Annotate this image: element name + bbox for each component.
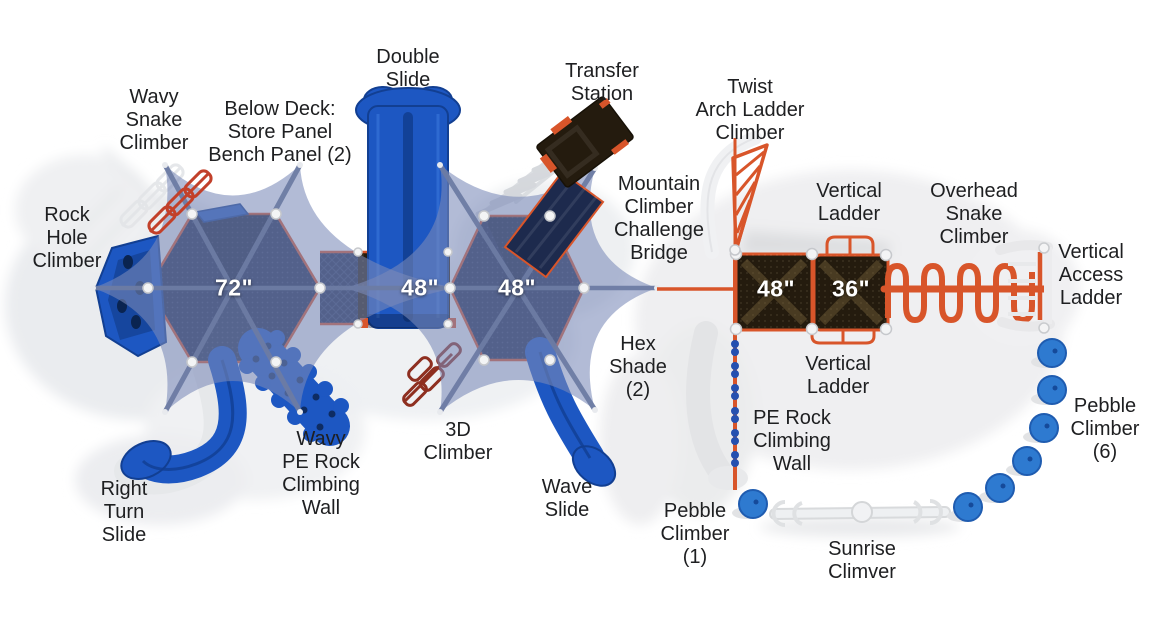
wavy-snake-climber-shape — [147, 169, 213, 235]
label-sunrise-climber: Sunrise Climver — [828, 538, 896, 583]
sunrise-climber-shape — [769, 499, 951, 527]
label-wavy-snake-climber: Wavy Snake Climber — [119, 86, 189, 154]
overhead-snake-climber-shape — [880, 262, 1050, 324]
label-double-slide: Double Slide — [376, 46, 440, 91]
pebble — [953, 492, 983, 522]
right-module — [657, 131, 1055, 490]
label-rock-hole-climber: Rock Hole Climber — [32, 204, 102, 272]
pebble — [1012, 446, 1042, 476]
label-overhead-snake-climber: Overhead Snake Climber — [930, 180, 1018, 248]
deck-posts — [142, 208, 590, 368]
dimension-deck-72: 72" — [215, 274, 253, 301]
label-hex-shade: Hex Shade (2) — [609, 333, 667, 401]
label-pe-rock-climbing-wall: PE Rock Climbing Wall — [753, 407, 831, 475]
pebble-climbers — [732, 338, 1067, 522]
pebble — [985, 473, 1015, 503]
label-below-deck: Below Deck: Store Panel Bench Panel (2) — [208, 98, 352, 166]
pebble — [1037, 375, 1067, 405]
mountain-climber-challenge-bridge-shape — [503, 170, 605, 279]
label-pebble-climber-6: Pebble Climber (6) — [1070, 395, 1140, 463]
label-right-turn-slide: Right Turn Slide — [100, 478, 148, 546]
deck-48-square — [734, 252, 814, 332]
ghost-slide-right-module — [686, 321, 748, 490]
square-deck-posts — [729, 244, 893, 336]
label-mountain-climber-challenge-bridge: Mountain Climber Challenge Bridge — [613, 173, 705, 264]
label-wavy-pe-rock-climbing-wall: Wavy PE Rock Climbing Wall — [282, 428, 360, 519]
vertical-access-ladder-shape — [995, 240, 1055, 334]
transfer-station-shape — [536, 96, 634, 188]
dimension-deck-48-b: 48" — [498, 274, 536, 301]
label-wave-slide: Wave Slide — [541, 476, 593, 521]
label-vertical-access-ladder: Vertical Access Ladder — [1058, 241, 1124, 309]
label-vertical-ladder-bottom: Vertical Ladder — [805, 353, 871, 398]
pebble — [738, 489, 768, 519]
vertical-ladder-top-shape — [825, 235, 875, 255]
dimension-deck-36: 36" — [832, 275, 870, 302]
dimension-deck-48-c: 48" — [757, 275, 795, 302]
label-transfer-station: Transfer Station — [565, 60, 639, 105]
pe-rock-climbing-wall-shape — [731, 252, 739, 490]
vertical-ladder-bottom-shape — [810, 330, 876, 345]
label-vertical-ladder-top: Vertical Ladder — [816, 180, 882, 225]
twist-arch-ladder-climber-shape — [700, 131, 769, 259]
dimension-deck-48-a: 48" — [401, 274, 439, 301]
label-twist-arch-ladder-climber: Twist Arch Ladder Climber — [695, 76, 805, 144]
label-3d-climber: 3D Climber — [423, 419, 493, 464]
right-turn-slide-shape — [120, 346, 247, 484]
pebble — [1029, 413, 1059, 443]
label-pebble-climber-1: Pebble Climber (1) — [660, 500, 730, 568]
pebble — [1037, 338, 1067, 368]
